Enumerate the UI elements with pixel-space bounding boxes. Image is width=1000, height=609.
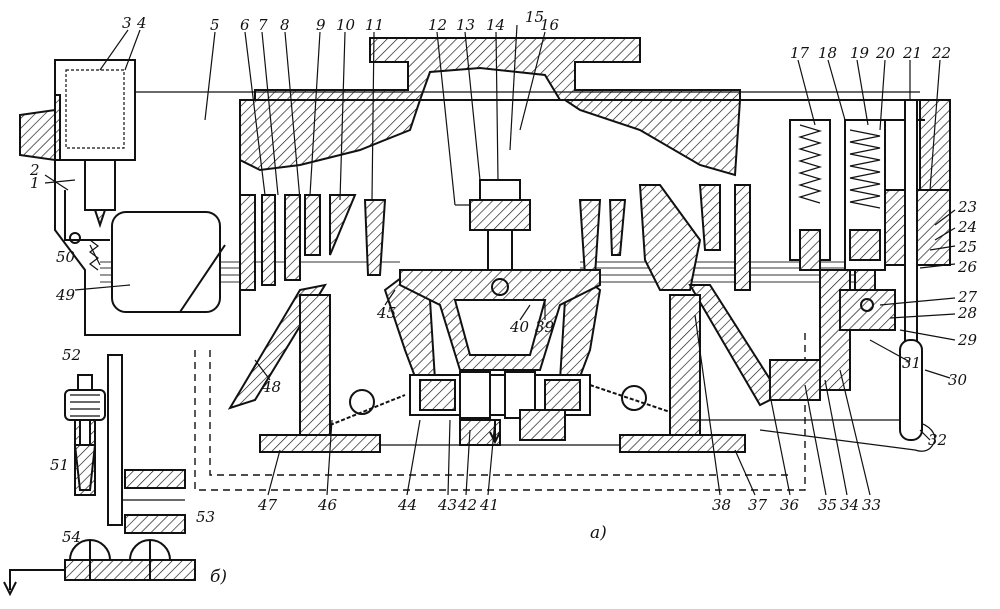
label-19: 19 [850,44,870,62]
label-35: 35 [818,496,837,514]
throttle-plate-right [589,384,671,413]
label-45: 45 [376,304,396,322]
float-pivot [69,232,81,244]
label-42: 42 [457,496,477,514]
label-36: 36 [780,496,800,514]
label-23: 23 [957,198,977,216]
label-26: 26 [957,258,978,276]
label-20: 20 [875,44,896,62]
pump-assembly [769,99,925,441]
label-31: 31 [902,354,921,372]
label-41: 41 [479,496,499,514]
pump-channel-right [688,284,782,407]
label-53: 53 [196,508,215,526]
label-15: 15 [525,8,544,26]
label-24: 24 [957,218,977,236]
label-48: 48 [261,378,281,396]
label-5: 5 [210,16,220,34]
label-21: 21 [902,44,922,62]
throttle-plate-left [329,389,406,426]
label-40: 40 [509,318,530,336]
subfigure-b-label: б) [210,567,227,587]
label-50: 50 [56,248,76,266]
label-16: 16 [540,16,560,34]
throttle-shaft [409,371,591,446]
label-33: 33 [862,496,881,514]
air-horn-cover [254,37,741,101]
label-30: 30 [948,371,968,389]
label-13: 13 [456,16,475,34]
atomizer-assembly [455,179,531,296]
label-29: 29 [957,331,978,349]
label-49: 49 [55,286,76,304]
label-12: 12 [428,16,447,34]
label-43: 43 [437,496,457,514]
label-22: 22 [931,44,951,62]
label-46: 46 [317,496,338,514]
label-44: 44 [397,496,417,514]
leader-lines [44,24,956,496]
label-6: 6 [240,16,250,34]
label-34: 34 [840,496,859,514]
label-52: 52 [62,346,81,364]
label-4: 4 [136,14,147,32]
label-51: 51 [50,456,69,474]
label-18: 18 [818,44,837,62]
air-horn-wedge [561,99,742,177]
label-38: 38 [712,496,731,514]
label-54: 54 [62,528,81,546]
callout-labels: 1 2 3 4 5 6 7 8 9 10 11 12 13 14 15 16 1… [29,8,978,587]
label-1: 1 [30,174,40,192]
subfigure-b [3,354,196,597]
label-3: 3 [122,14,132,32]
lower-flange-right [619,434,746,453]
fuel-inlet-fitting [19,59,136,229]
label-17: 17 [790,44,810,62]
label-9: 9 [316,16,326,34]
label-27: 27 [957,288,978,306]
lower-flange [259,434,381,453]
subfigure-a-label: а) [590,523,607,543]
label-8: 8 [280,16,290,34]
balance-channel [194,330,806,491]
emulsion-tubes-left [239,194,387,291]
label-25: 25 [957,238,977,256]
label-14: 14 [486,16,505,34]
label-28: 28 [957,304,977,322]
emulsion-tubes-right [578,184,751,291]
label-10: 10 [336,16,356,34]
float-chamber-body [54,99,921,336]
label-32: 32 [928,431,947,449]
channel-left [239,99,422,172]
float-arm [179,244,226,313]
label-11: 11 [365,16,384,34]
label-7: 7 [258,16,268,34]
label-47: 47 [257,496,278,514]
float [111,211,221,313]
label-39: 39 [535,318,555,336]
label-37: 37 [748,496,768,514]
central-cavity [453,299,547,356]
label-2: 2 [29,161,40,179]
float-lever [64,190,110,241]
needle-spring [89,239,99,271]
